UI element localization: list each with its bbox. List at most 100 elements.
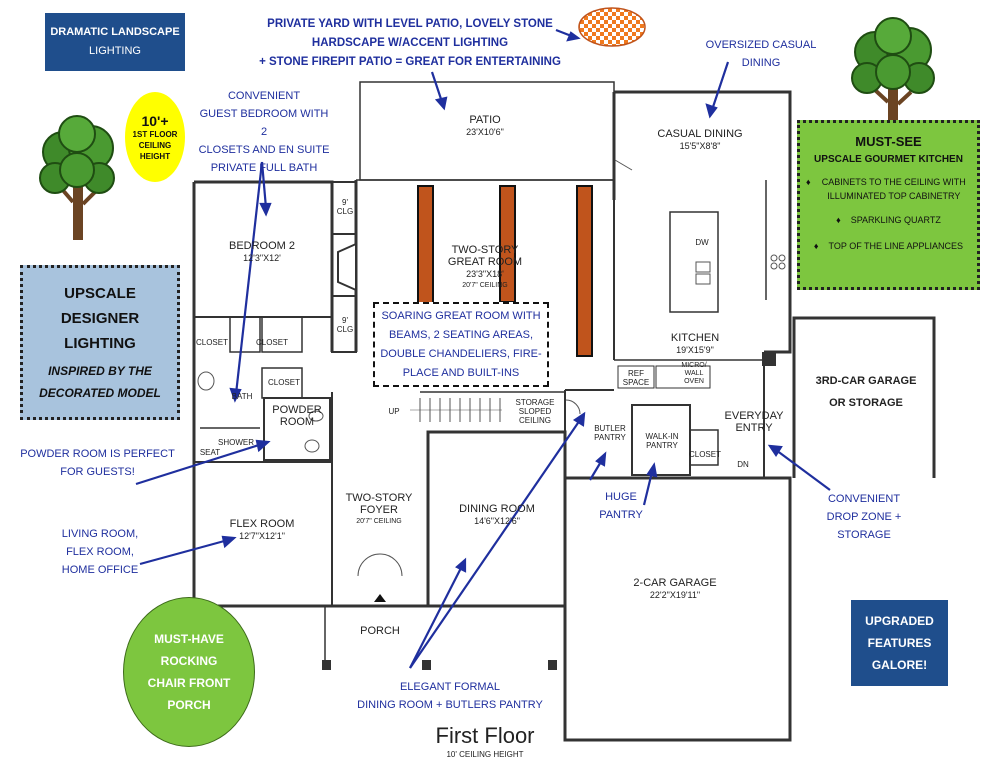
powder-toilet — [304, 439, 320, 453]
kitchen-badge-subtitle: UPSCALE GOURMET KITCHEN — [814, 154, 963, 165]
label-ref-space-1: REF — [628, 369, 644, 378]
room-casual-dining: CASUAL DINING 15'5"X8'8" — [640, 128, 760, 152]
yard-callout-1: PRIVATE YARD WITH LEVEL PATIO, LOVELY ST… — [267, 18, 553, 30]
guest-bedroom-callout: CONVENIENT GUEST BEDROOM WITH 2 CLOSETS … — [196, 87, 332, 177]
upgraded-line1: UPGRADED — [865, 614, 934, 628]
label-micro-wall-oven: MICRO/ WALL OVEN — [672, 362, 716, 386]
door-swings — [357, 159, 633, 577]
room-great-room-name: TWO-STORY — [451, 244, 519, 256]
pantry-callout-2: PANTRY — [599, 509, 643, 521]
label-clg-top-1: 9' — [342, 198, 348, 207]
casual-dining-callout-2: DINING — [741, 57, 781, 69]
powder-room-outline — [263, 397, 331, 461]
label-up: UP — [388, 407, 400, 416]
label-clg-bottom: 9' CLG — [334, 316, 356, 334]
guest-bedroom-callout-3: CLOSETS AND EN SUITE — [198, 144, 330, 156]
living-room-callout-3: HOME OFFICE — [61, 564, 139, 576]
room-kitchen-name: KITCHEN — [670, 332, 720, 344]
room-casual-dining-dim: 15'5"X8'8" — [679, 141, 721, 151]
label-dw: DW — [695, 238, 709, 247]
ceiling-height-line3: CEILING — [138, 140, 172, 150]
bath-toilet — [197, 371, 215, 391]
room-garage-2car-dim: 22'2"X19'11" — [649, 590, 701, 600]
designer-lighting-line2: DESIGNER — [60, 310, 140, 327]
porch-badge-line2: ROCKING — [160, 654, 218, 668]
great-room-callout-1: SOARING GREAT ROOM WITH — [381, 309, 541, 322]
diamond-bullet-icon: ♦ — [836, 215, 841, 225]
label-closet-a: CLOSET — [195, 338, 228, 347]
label-walkin-pantry-2: PANTRY — [646, 441, 678, 450]
yard-callout-3: + STONE FIREPIT PATIO = GREAT FOR ENTERT… — [259, 56, 561, 68]
formal-dining-callout-2: DINING ROOM + BUTLERS PANTRY — [357, 699, 543, 711]
drop-zone-callout-2: DROP ZONE + — [826, 511, 902, 523]
room-garage-3car: 3RD-CAR GARAGE OR STORAGE — [806, 370, 926, 414]
room-bedroom2-name: BEDROOM 2 — [228, 240, 295, 252]
callout-arrows — [135, 28, 831, 669]
designer-lighting-note2: DECORATED MODEL — [39, 386, 161, 400]
label-storage-2: SLOPED — [518, 407, 552, 416]
room-flex-name: FLEX ROOM — [229, 518, 295, 530]
label-clg-top-2: CLG — [336, 207, 354, 216]
great-room-beams — [417, 185, 593, 357]
room-porch-name: PORCH — [360, 625, 400, 637]
label-storage-3: CEILING — [518, 416, 551, 425]
great-room-callout-2: BEAMS, 2 SEATING AREAS, — [388, 328, 534, 341]
yard-callout-2: HARDSCAPE W/ACCENT LIGHTING — [311, 37, 509, 49]
room-powder-name: POWDER — [272, 404, 322, 416]
designer-lighting-line3: LIGHTING — [64, 335, 136, 352]
great-room-callout: SOARING GREAT ROOM WITH BEAMS, 2 SEATING… — [373, 302, 549, 387]
chimney-post — [762, 352, 776, 366]
guest-bedroom-callout-1: CONVENIENT — [227, 90, 301, 102]
room-everyday-entry-name: EVERYDAY — [724, 410, 784, 422]
label-clg-top: 9' CLG — [334, 198, 356, 216]
kitchen-island — [669, 211, 719, 313]
yard-callout: PRIVATE YARD WITH LEVEL PATIO, LOVELY ST… — [245, 15, 575, 72]
front-entry-arrow — [374, 594, 386, 602]
label-closet-c: CLOSET — [267, 378, 300, 387]
label-closet-d: CLOSET — [688, 450, 721, 459]
kitchen-feature-2-text: SPARKLING QUARTZ — [850, 215, 941, 225]
pantry-callout: HUGE PANTRY — [594, 488, 648, 524]
designer-lighting-note1: INSPIRED BY THE — [48, 364, 152, 378]
label-oven: OVEN — [684, 378, 704, 385]
closet-b-outline — [261, 316, 303, 353]
drop-zone-callout-1: CONVENIENT — [827, 493, 901, 505]
ceiling-height-badge: 10'+ 1ST FLOOR CEILING HEIGHT — [125, 92, 185, 182]
tree-icon-left — [39, 115, 115, 240]
pantry-callout-1: HUGE — [605, 491, 637, 503]
label-shower: SHOWER — [218, 438, 254, 447]
label-storage: STORAGE SLOPED CEILING — [512, 398, 558, 425]
label-clg-bottom-1: 9' — [342, 316, 348, 325]
room-dining: DINING ROOM 14'6"X12'6" — [450, 503, 544, 527]
garage-3car-walls — [792, 316, 936, 478]
guest-bedroom-callout-4: PRIVATE FULL BATH — [210, 162, 318, 174]
alcove-top-outline — [331, 181, 357, 235]
tree-icon-right — [851, 17, 935, 134]
room-great-room-sub: 20'7" CEILING — [462, 282, 508, 289]
floor-title: First Floor — [435, 723, 535, 748]
kitchen-sink-a — [695, 261, 711, 273]
room-flex: FLEX ROOM 12'7"X12'1" — [215, 518, 309, 542]
label-butler-pantry-1: BUTLER — [594, 424, 626, 433]
room-garage-2car: 2-CAR GARAGE 22'2"X19'11" — [620, 577, 730, 601]
room-everyday-entry: EVERYDAY ENTRY — [716, 410, 792, 434]
label-dn: DN — [737, 460, 749, 469]
powder-room-callout-2: FOR GUESTS! — [60, 466, 135, 478]
formal-dining-callout: ELEGANT FORMAL DINING ROOM + BUTLERS PAN… — [350, 678, 550, 714]
living-room-callout-1: LIVING ROOM, — [61, 528, 139, 540]
room-porch: PORCH — [350, 625, 410, 637]
room-flex-dim: 12'7"X12'1" — [239, 531, 285, 541]
drop-zone-callout: CONVENIENT DROP ZONE + STORAGE — [818, 490, 910, 544]
room-garage-2car-name: 2-CAR GARAGE — [633, 577, 717, 589]
fireplace — [337, 242, 357, 292]
room-foyer: TWO-STORY FOYER 20'7" CEILING — [336, 492, 422, 528]
diamond-bullet-icon: ♦ — [813, 241, 819, 251]
great-room-callout-3: DOUBLE CHANDELIERS, FIRE- — [380, 347, 542, 360]
kitchen-feature-1-text: CABINETS TO THE CEILING WITH ILLUMINATED… — [821, 177, 966, 201]
firepit-patio-icon — [578, 7, 646, 47]
designer-lighting-line1: UPSCALE — [64, 285, 136, 302]
label-ref-space: REF SPACE — [618, 369, 654, 387]
room-kitchen: KITCHEN 19'X15'9" — [650, 332, 740, 356]
formal-dining-callout-1: ELEGANT FORMAL — [399, 681, 501, 693]
powder-room-callout: POWDER ROOM IS PERFECT FOR GUESTS! — [20, 445, 175, 481]
